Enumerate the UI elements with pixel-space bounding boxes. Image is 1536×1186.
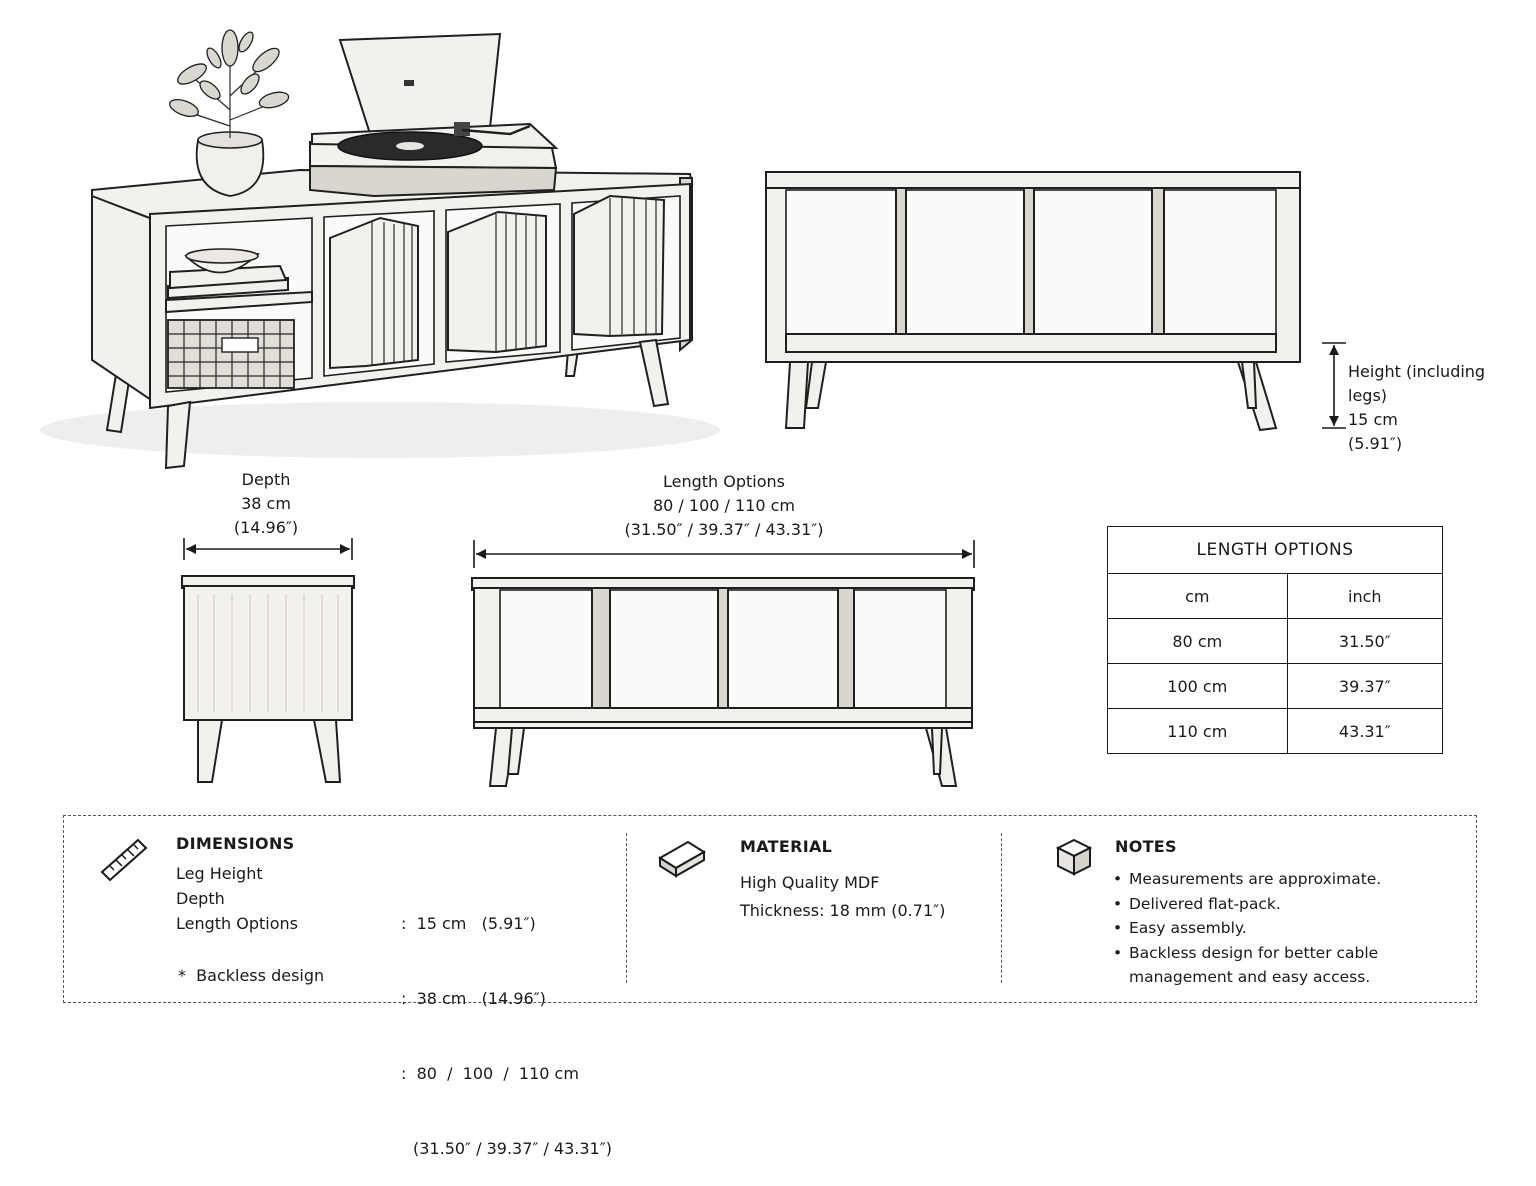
perspective-view: [40, 29, 720, 470]
spec-divider: [626, 833, 627, 983]
material-title: MATERIAL: [740, 837, 833, 856]
drawings: [40, 29, 1346, 882]
height-label: Height (including legs) 15 cm (5.91″): [1348, 360, 1528, 456]
table-cell: 100 cm: [1107, 663, 1288, 709]
side-view: [181, 538, 355, 783]
depth-cm: 38 cm: [241, 494, 291, 513]
table-cell: 43.31″: [1286, 708, 1444, 754]
dimension-value: : 80 / 100 / 110 cm: [401, 1064, 579, 1083]
depth-title: Depth: [241, 470, 291, 489]
backless-note: * Backless design: [178, 966, 325, 985]
list-item: Delivered flat-pack.: [1113, 892, 1469, 917]
table-cell: 110 cm: [1107, 708, 1288, 754]
table-row: 110 cm 43.31″: [1107, 708, 1444, 754]
dimension-value: : 38 cm (14.96″): [401, 989, 546, 1008]
front-view: [765, 171, 1346, 432]
dimension-label: Leg Height: [176, 864, 263, 883]
spec-divider: [1001, 833, 1002, 983]
table-title: LENGTH OPTIONS: [1107, 526, 1443, 574]
notes-list: Measurements are approximate. Delivered …: [1113, 867, 1469, 990]
table-cell: 80 cm: [1107, 618, 1288, 664]
list-item: Measurements are approximate.: [1113, 867, 1469, 892]
height-inch: (5.91″): [1348, 434, 1403, 453]
table-cell: 31.50″: [1286, 618, 1444, 664]
length-title: Length Options: [662, 472, 785, 491]
board-icon: [658, 840, 706, 878]
dimension-label: Depth: [176, 889, 225, 908]
table-row: 80 cm 31.50″: [1107, 618, 1444, 664]
ruler-icon: [100, 838, 148, 882]
table-header-inch: inch: [1286, 573, 1444, 619]
height-cm: 15 cm: [1348, 410, 1398, 429]
length-view: [471, 540, 975, 787]
dimension-value-inch: (31.50″ / 39.37″ / 43.31″): [413, 1139, 612, 1158]
length-options-table: LENGTH OPTIONS cm inch 80 cm 31.50″ 100 …: [1107, 526, 1444, 754]
table-cell: 39.37″: [1286, 663, 1444, 709]
length-cm: 80 / 100 / 110 cm: [652, 496, 796, 515]
dimensions-title: DIMENSIONS: [176, 834, 295, 853]
length-inch: (31.50″ / 39.37″ / 43.31″): [624, 520, 824, 539]
table-header-cm: cm: [1107, 573, 1288, 619]
box-icon: [1055, 838, 1093, 876]
list-item: Backless design for better cable managem…: [1113, 941, 1469, 990]
depth-inch: (14.96″): [233, 518, 299, 537]
material-line1: High Quality MDF: [740, 873, 880, 892]
depth-label: Depth 38 cm (14.96″): [186, 468, 346, 540]
dimension-label: Length Options: [176, 914, 299, 933]
dimensions-labels: Leg Height Depth Length Options: [176, 861, 406, 936]
notes-title: NOTES: [1115, 837, 1177, 856]
length-label: Length Options 80 / 100 / 110 cm (31.50″…: [564, 470, 884, 542]
table-row: 100 cm 39.37″: [1107, 663, 1444, 709]
material-line2: Thickness: 18 mm (0.71″): [740, 901, 946, 920]
list-item: Easy assembly.: [1113, 916, 1469, 941]
spec-box: [63, 815, 1477, 1003]
height-title: Height (including legs): [1348, 362, 1486, 405]
dimension-value: : 15 cm (5.91″): [401, 914, 536, 933]
